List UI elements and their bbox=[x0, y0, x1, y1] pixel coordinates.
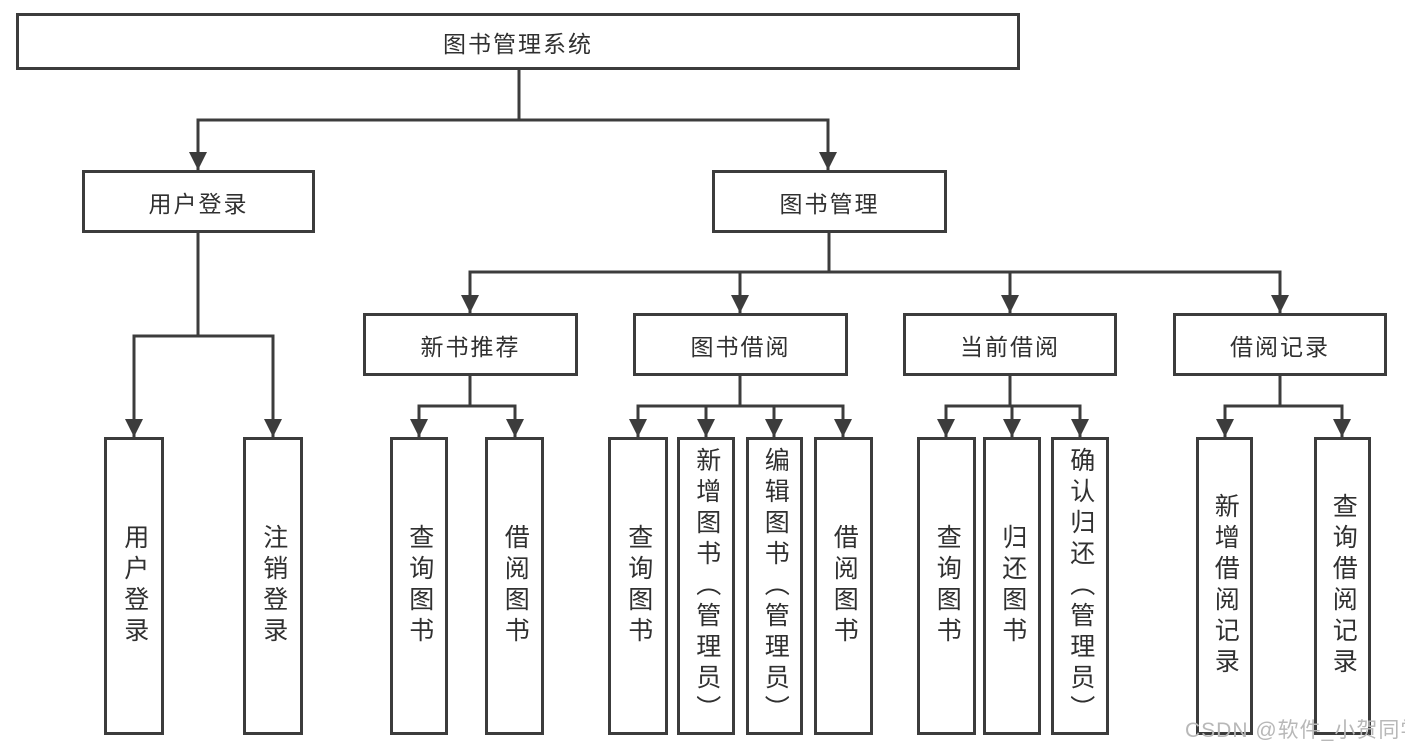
leaf-user-login: 用户登录 bbox=[104, 437, 164, 735]
node-book-borrowing: 图书借阅 bbox=[633, 313, 848, 376]
node-root-library-system: 图书管理系统 bbox=[16, 13, 1020, 70]
leaf-logout: 注销登录 bbox=[243, 437, 303, 735]
node-label: 新增图书（管理员） bbox=[692, 446, 721, 726]
node-label: 借阅记录 bbox=[1230, 333, 1330, 360]
node-label: 图书借阅 bbox=[690, 333, 791, 360]
node-label: 编辑图书（管理员） bbox=[761, 446, 790, 726]
leaf-edit-book-admin: 编辑图书（管理员） bbox=[746, 437, 803, 735]
leaf-borrow-books-borrowing: 借阅图书 bbox=[814, 437, 873, 735]
csdn-watermark: CSDN @软件_小贺同学 bbox=[1185, 719, 1405, 742]
node-label: 查询借阅记录 bbox=[1329, 493, 1358, 679]
leaf-add-borrow-record: 新增借阅记录 bbox=[1196, 437, 1253, 735]
node-label: 新书推荐 bbox=[420, 333, 521, 360]
node-user-login: 用户登录 bbox=[82, 170, 315, 233]
node-label: 查询图书 bbox=[624, 524, 653, 648]
leaf-borrow-books-recommend: 借阅图书 bbox=[485, 437, 544, 735]
node-label: 确认归还（管理员） bbox=[1066, 446, 1095, 726]
leaf-query-borrow-record: 查询借阅记录 bbox=[1314, 437, 1371, 735]
leaf-query-books-recommend: 查询图书 bbox=[390, 437, 448, 735]
node-label: 归还图书 bbox=[998, 524, 1027, 648]
node-label: 新增借阅记录 bbox=[1211, 493, 1240, 679]
node-current-borrowing: 当前借阅 bbox=[903, 313, 1117, 376]
node-label: 查询图书 bbox=[405, 524, 434, 648]
node-label: 注销登录 bbox=[259, 524, 288, 648]
leaf-query-books-borrowing: 查询图书 bbox=[608, 437, 668, 735]
node-label: 借阅图书 bbox=[830, 524, 859, 648]
node-label: 图书管理系统 bbox=[443, 30, 593, 57]
node-label: 图书管理 bbox=[779, 190, 880, 217]
node-label: 当前借阅 bbox=[960, 333, 1060, 360]
leaf-confirm-return-admin: 确认归还（管理员） bbox=[1051, 437, 1109, 735]
node-borrowing-records: 借阅记录 bbox=[1173, 313, 1387, 376]
node-book-management: 图书管理 bbox=[712, 170, 947, 233]
node-label: 用户登录 bbox=[120, 524, 149, 648]
leaf-add-book-admin: 新增图书（管理员） bbox=[677, 437, 735, 735]
leaf-query-books-current: 查询图书 bbox=[917, 437, 976, 735]
node-new-book-recommend: 新书推荐 bbox=[363, 313, 578, 376]
node-label: 用户登录 bbox=[148, 190, 249, 217]
leaf-return-book: 归还图书 bbox=[983, 437, 1041, 735]
node-label: 查询图书 bbox=[933, 524, 962, 648]
node-label: 借阅图书 bbox=[501, 524, 530, 648]
